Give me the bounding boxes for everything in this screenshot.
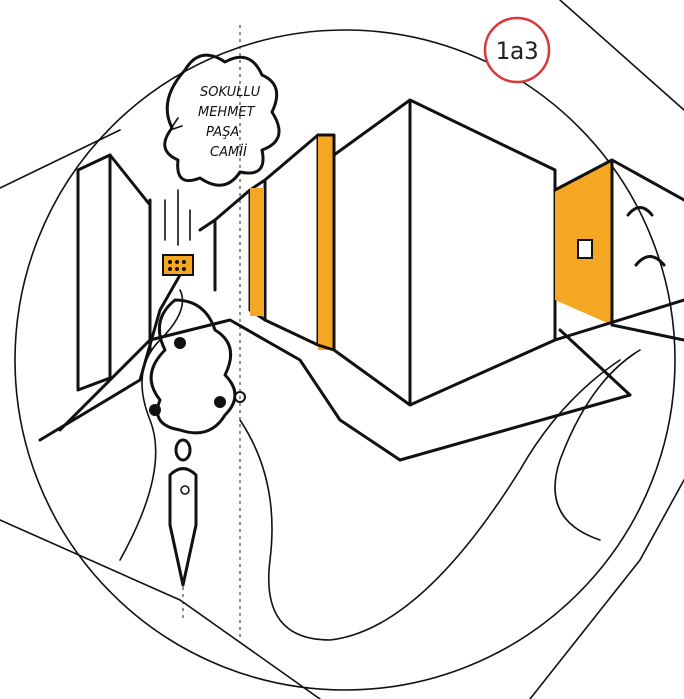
flow-curve: [555, 350, 640, 540]
page-badge: 1a3: [485, 18, 549, 82]
right-arch-2: [636, 257, 664, 266]
frame-line-right-lower: [530, 480, 684, 699]
person-figure: [170, 440, 196, 585]
frame-line-right: [560, 0, 684, 110]
thought-cloud: [165, 55, 279, 185]
ground-edge: [60, 320, 630, 460]
bubble-nodes: [149, 337, 226, 416]
cloud-line-4: CAMİİ: [210, 144, 247, 160]
middle-block-2-orange: [318, 135, 334, 350]
cloud-line-2: MEHMET: [198, 105, 256, 120]
orange-sign: [163, 255, 193, 275]
badge-label: 1a3: [495, 37, 538, 65]
view-circle: [15, 30, 675, 690]
cloud-line-1: SOKULLU: [200, 85, 261, 100]
thought-cloud-text: SOKULLU MEHMET PAŞA CAMİİ: [198, 85, 261, 160]
right-window: [578, 240, 592, 258]
middle-block-1-orange: [250, 188, 264, 316]
minaret-lines: [165, 190, 190, 245]
left-building: [78, 155, 150, 390]
middle-block-2: [265, 135, 318, 345]
ground-edge-right: [555, 300, 684, 395]
walking-path: [120, 290, 620, 640]
front-block: [334, 100, 555, 405]
cloud-line-3: PAŞA: [206, 125, 239, 140]
bubble-cluster: [151, 300, 235, 433]
